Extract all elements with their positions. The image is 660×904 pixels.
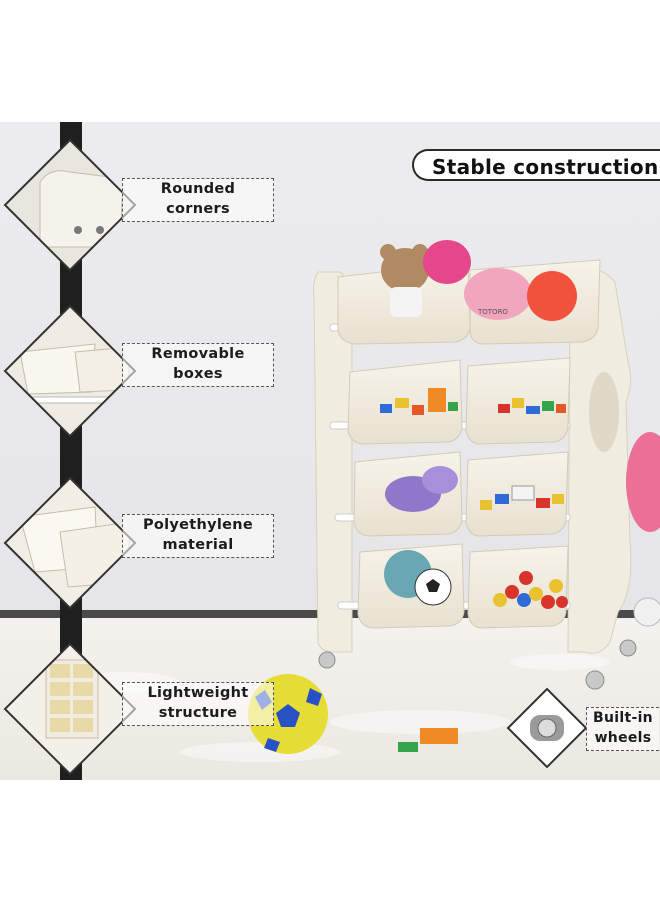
balls (384, 550, 568, 609)
wheel-icon (506, 687, 588, 769)
product-scene: TOTORO (0, 122, 660, 780)
feature-label-line2: structure (158, 705, 238, 721)
feature-label-line1: Polyethylene (142, 517, 254, 533)
feature-label-removable-boxes: Removable boxes (122, 343, 274, 387)
feature-label-line1: Built-in (593, 710, 653, 726)
feature-label-line1: Lightweight (147, 685, 249, 701)
feature-label-line2: wheels (594, 730, 652, 746)
stable-construction-title: Stable construction (412, 149, 660, 181)
toy-tag: TOTORO (477, 308, 508, 316)
feature-label-line1: Removable (151, 346, 245, 362)
feature-label-built-in-wheels: Built-in wheels (586, 707, 659, 751)
feature-label-line1: Rounded (160, 181, 236, 197)
feature-label-rounded-corners: Rounded corners (122, 178, 274, 222)
feature-label-line2: corners (166, 201, 230, 217)
feature-label-polyethylene-material: Polyethylene material (122, 514, 274, 558)
purple-plush-and-blocks (385, 466, 564, 512)
feature-label-lightweight-structure: Lightweight structure (122, 682, 274, 726)
building-blocks (380, 388, 566, 415)
plush-toys: TOTORO (380, 240, 577, 321)
feature-label-line2: material (162, 537, 234, 553)
feature-label-line2: boxes (173, 366, 223, 382)
product-photo: TOTORO (0, 122, 660, 780)
